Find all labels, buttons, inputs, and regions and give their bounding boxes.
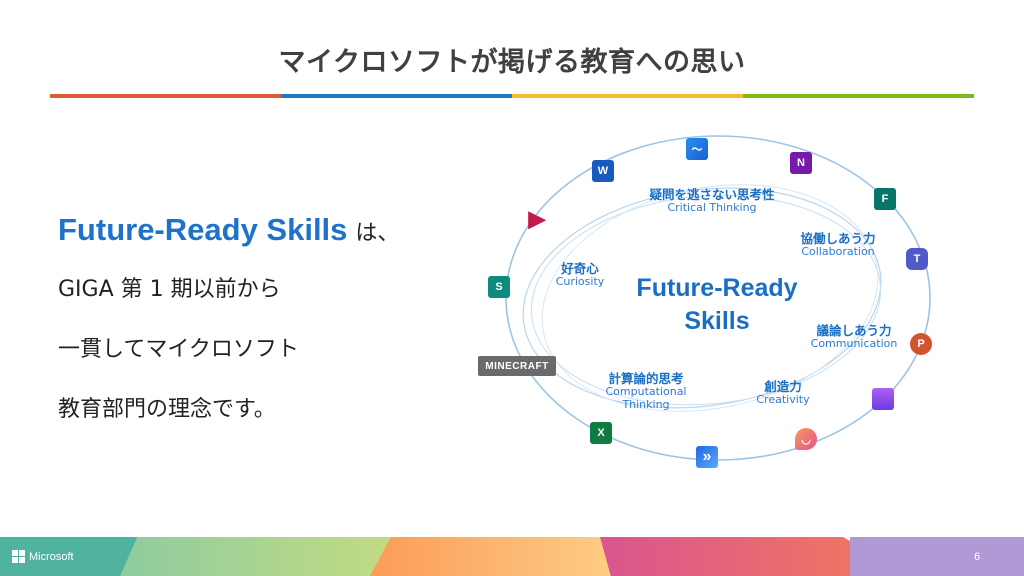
flip-icon: ◡ [795, 428, 817, 450]
footer-banner: Microsoft 6 [0, 537, 1024, 576]
power-automate-icon: » [696, 446, 718, 468]
microsoft-brand-text: Microsoft [29, 550, 74, 563]
skill-critical-thinking: 疑問を逃さない思考性 Critical Thinking [649, 187, 775, 215]
footer-orange [370, 537, 630, 576]
microsoft-logo: Microsoft [12, 550, 74, 563]
rule-green [743, 94, 974, 98]
body-line-1: GIGA 第 1 期以前から [58, 277, 281, 302]
skills-diagram: Future-Ready Skills 疑問を逃さない思考性 Critical … [470, 130, 970, 470]
sway-icon: S [488, 276, 510, 298]
skill-collaboration: 協働しあう力 Collaboration [800, 231, 876, 259]
excel-icon: X [590, 422, 612, 444]
rule-blue [281, 94, 512, 98]
skill-computational-thinking: 計算論的思考 Computational Thinking [605, 371, 687, 412]
clipchamp-icon [872, 388, 894, 410]
forms-icon: F [874, 188, 896, 210]
footer-pink [600, 537, 870, 576]
word-icon: W [592, 160, 614, 182]
skill-curiosity: 好奇心 Curiosity [555, 261, 605, 289]
footer-teal [0, 537, 140, 576]
skill-creativity: 創造力 Creativity [756, 379, 810, 407]
title-underline [50, 94, 974, 98]
teams-icon: T [906, 248, 928, 270]
body-line-highlight: Future-Ready Skills は、 [58, 208, 399, 268]
whiteboard-icon: 〜 [686, 138, 708, 160]
body-line-2: 一貫してマイクロソフト [58, 337, 299, 362]
minecraft-education-icon: MINECRAFT [478, 356, 556, 376]
center-title-line1: Future-Ready [636, 274, 798, 302]
slide-title: マイクロソフトが掲げる教育への思い [278, 47, 746, 78]
stream-icon: ▶ [528, 206, 546, 231]
onenote-icon: N [790, 152, 812, 174]
footer-purple [850, 537, 1024, 576]
skill-communication: 議論しあう力 Communication [810, 323, 898, 351]
center-title: Future-Ready Skills [620, 272, 814, 338]
highlight-suffix: は、 [355, 221, 400, 246]
body-line-3: 教育部門の理念です。 [58, 397, 276, 422]
center-title-line2: Skills [684, 307, 750, 335]
body-text: Future-Ready Skills は、 GIGA 第 1 期以前から 一貫し… [58, 208, 399, 448]
microsoft-logo-icon [12, 550, 25, 563]
footer-green [120, 537, 410, 576]
rule-yellow [512, 94, 743, 98]
highlight-text: Future-Ready Skills [58, 212, 348, 247]
page-number: 6 [974, 551, 981, 563]
powerpoint-icon: P [910, 333, 932, 355]
orbit-rings [505, 135, 931, 461]
rule-orange [50, 94, 281, 98]
